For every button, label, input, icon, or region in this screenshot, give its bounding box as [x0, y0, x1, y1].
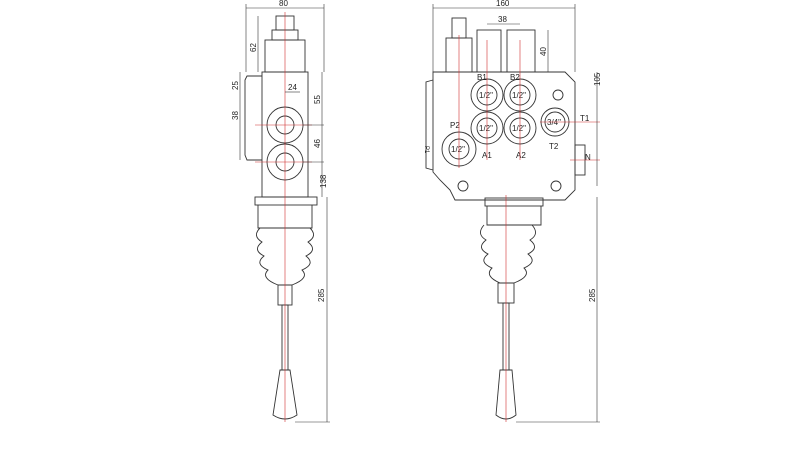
label-p1: P1	[423, 146, 429, 154]
label-b2: B2	[510, 73, 520, 82]
dim-80: 80	[279, 0, 288, 8]
dim-25: 25	[231, 81, 240, 90]
front-boot-top	[486, 206, 542, 226]
label-p2: P2	[450, 121, 460, 130]
front-body-edge	[425, 79, 434, 171]
size-a1: 1/2"	[479, 124, 493, 133]
dim-38: 38	[231, 111, 240, 120]
front-body	[432, 71, 576, 201]
size-b2: 1/2"	[512, 91, 526, 100]
dim-105: 105	[593, 72, 602, 86]
dim-285-side: 285	[317, 288, 326, 302]
label-t1: T1	[580, 114, 590, 123]
label-n: N	[585, 153, 591, 162]
label-t2: T2	[549, 142, 559, 151]
size-b1: 1/2"	[479, 91, 493, 100]
dim-55: 55	[313, 95, 322, 104]
dim-38-front: 38	[498, 15, 507, 24]
plug-1	[476, 29, 502, 73]
size-t1: 3/4"	[547, 118, 561, 127]
dim-24: 24	[288, 83, 297, 92]
mounting-hole	[457, 180, 469, 192]
label-a2: A2	[516, 151, 526, 160]
label-b1: B1	[477, 73, 487, 82]
front-view: 1/2" 1/2" 1/2" 1/2" 3/4" 1/2" B1 B2 A1 A…	[423, 0, 602, 423]
dim-62: 62	[249, 43, 258, 52]
size-a2: 1/2"	[512, 124, 526, 133]
mounting-hole	[552, 89, 564, 101]
front-bellows	[480, 224, 536, 284]
plug-2	[506, 29, 536, 73]
side-handle	[272, 369, 298, 420]
mounting-hole	[550, 180, 562, 192]
dim-40: 40	[539, 47, 548, 56]
side-view: 80 62 25 38 24 55 46 138 285	[231, 0, 330, 423]
side-protrusion	[244, 75, 262, 161]
dim-285-front: 285	[588, 288, 597, 302]
side-flange	[254, 196, 318, 206]
front-handle	[495, 369, 517, 420]
dim-138: 138	[319, 174, 328, 188]
front-flange	[484, 197, 544, 207]
dim-46: 46	[313, 139, 322, 148]
dim-160: 160	[496, 0, 510, 8]
size-p: 1/2"	[451, 145, 465, 154]
